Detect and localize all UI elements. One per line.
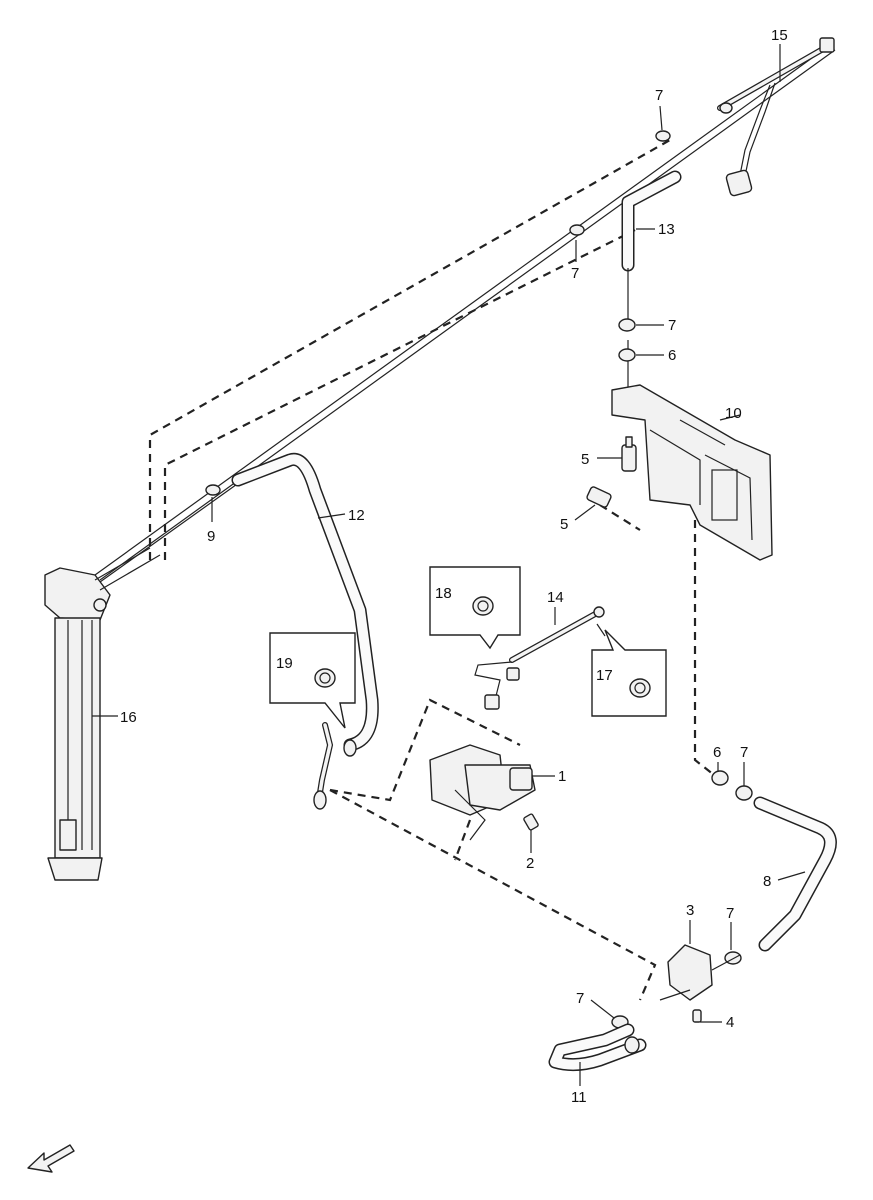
callout-1: 1 [558, 768, 566, 785]
callout-labels: 15 7 7 13 7 6 10 5 5 9 12 16 14 18 17 19… [120, 27, 788, 1106]
callout-18: 18 [435, 585, 452, 602]
routing-lines [148, 139, 719, 1001]
callout-12: 12 [348, 507, 365, 524]
callout-3: 3 [686, 902, 694, 919]
inset-box-19 [269, 632, 356, 729]
callout-2: 2 [526, 855, 534, 872]
part-13-vent-tube [621, 170, 682, 390]
part-8-hose [753, 796, 837, 952]
callout-19: 19 [276, 655, 293, 672]
callout-6-lower: 6 [713, 744, 721, 761]
part-16-fuel-pump-assembly [44, 547, 161, 881]
callout-10: 10 [725, 405, 742, 422]
part-5-fittings [586, 436, 637, 508]
clamps [205, 102, 753, 1029]
part-10-bracket [611, 384, 773, 561]
part-1-valve-assembly [429, 744, 539, 841]
callout-16: 16 [120, 709, 137, 726]
callout-9: 9 [207, 528, 215, 545]
callout-7-tube: 7 [668, 317, 676, 334]
front-direction-arrow-icon [27, 1144, 75, 1173]
part-11-hose [548, 1023, 647, 1072]
callout-11: 11 [571, 1089, 587, 1106]
inset-box-17 [591, 629, 667, 717]
callout-6-upper: 6 [668, 347, 676, 364]
callout-8: 8 [763, 873, 771, 890]
part-14-sensor-harness [474, 606, 605, 710]
callout-7-bottom: 7 [576, 990, 584, 1007]
callout-4: 4 [726, 1014, 734, 1031]
callout-7-right: 7 [740, 744, 748, 761]
part-12-fuel-hose [231, 452, 379, 752]
callout-13: 13 [658, 221, 675, 238]
part-19-hose-segment [313, 722, 357, 810]
leader-lines [92, 44, 806, 1086]
callout-5-upper: 5 [581, 451, 589, 468]
part-3-tee-valve [659, 944, 741, 1023]
callout-17: 17 [596, 667, 613, 684]
part-15-sensor-harness [717, 37, 835, 197]
callout-7-top: 7 [655, 87, 663, 104]
callout-7-upper: 7 [571, 265, 579, 282]
callout-14: 14 [547, 589, 564, 606]
inset-box-18 [429, 566, 521, 650]
callout-15: 15 [771, 27, 788, 44]
callout-7-valve: 7 [726, 905, 734, 922]
callout-5-lower: 5 [560, 516, 568, 533]
